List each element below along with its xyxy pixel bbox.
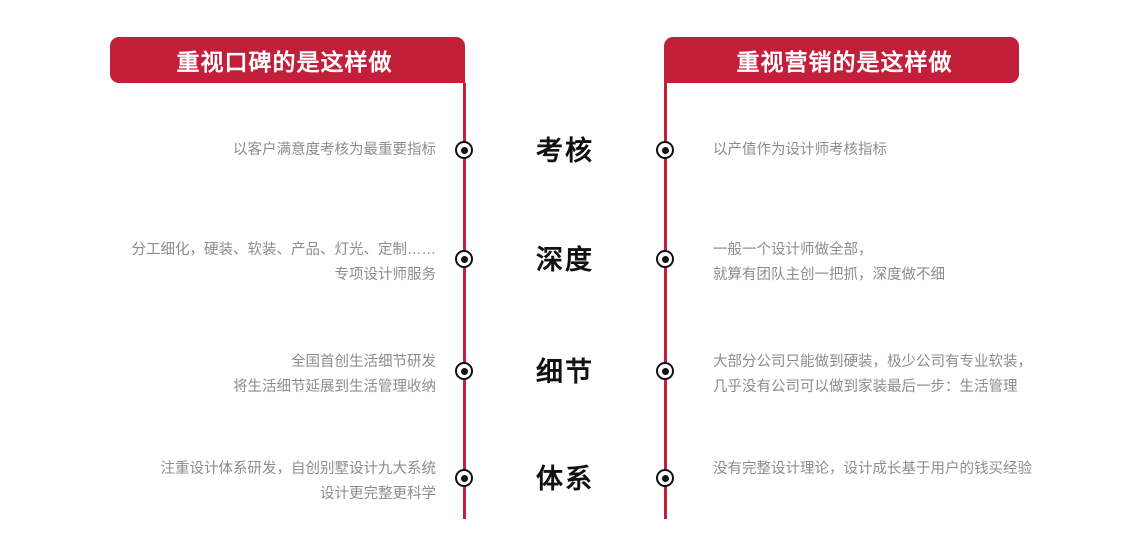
row-category-label: 体系 (536, 464, 594, 494)
filled-ring-bullet-icon (656, 141, 674, 159)
timeline-spine-left (463, 83, 466, 519)
filled-ring-bullet-icon (656, 469, 674, 487)
filled-ring-bullet-icon (455, 250, 473, 268)
filled-ring-bullet-icon (656, 362, 674, 380)
row-category-label: 考核 (536, 136, 594, 166)
filled-ring-bullet-icon (656, 250, 674, 268)
filled-ring-bullet-icon (455, 362, 473, 380)
row-left-text: 注重设计体系研发，自创别墅设计九大系统 设计更完整更科学 (160, 461, 437, 502)
header-badge-left: 重视口碑的是这样做 (110, 37, 465, 83)
row-right-text: 大部分公司只能做到硬装，极少公司有专业软装， 几乎没有公司可以做到家装最后一步：… (713, 354, 1032, 395)
row-category-label: 深度 (536, 245, 594, 275)
row-left-text: 全国首创生活细节研发 将生活细节延展到生活管理收纳 (233, 354, 436, 395)
timeline-spine-right (664, 83, 667, 519)
row-right-text: 以产值作为设计师考核指标 (713, 142, 887, 158)
row-category-label: 细节 (536, 357, 594, 387)
row-left-text: 以客户满意度考核为最重要指标 (233, 142, 436, 158)
row-right-text: 一般一个设计师做全部， 就算有团队主创一把抓，深度做不细 (713, 242, 945, 283)
row-right-text: 没有完整设计理论，设计成长基于用户的钱买经验 (713, 461, 1032, 477)
filled-ring-bullet-icon (455, 469, 473, 487)
header-badge-right: 重视营销的是这样做 (664, 37, 1019, 83)
filled-ring-bullet-icon (455, 141, 473, 159)
row-left-text: 分工细化，硬装、软装、产品、灯光、定制…… 专项设计师服务 (131, 242, 437, 283)
